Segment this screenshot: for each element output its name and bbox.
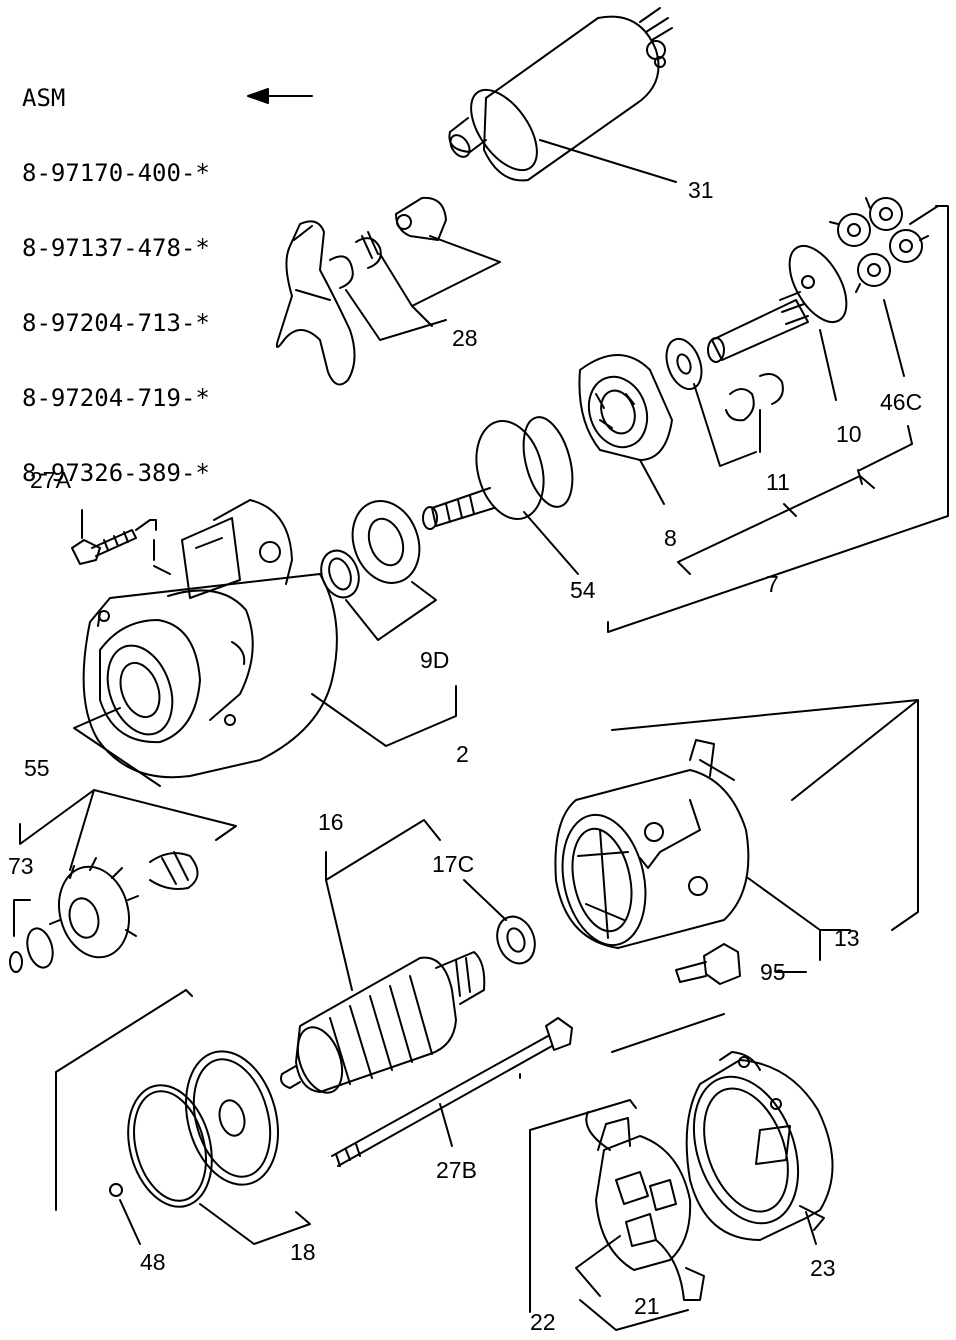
callout-7: 7 [766, 571, 779, 597]
thrust-washer-and-clips [665, 337, 784, 467]
yoke-assembly [554, 699, 919, 961]
callout-48: 48 [140, 1249, 166, 1275]
brush-95 [675, 943, 807, 985]
asm-number-4: 8-97204-719-* [22, 384, 210, 412]
end-cover-and-seal [55, 989, 311, 1245]
callout-46c: 46C [880, 389, 922, 415]
planetary-gear-set [707, 197, 929, 401]
callout-16: 16 [318, 809, 344, 835]
asm-part-number-list: ASM 8-97170-400-* 8-97137-478-* 8-97204-… [22, 36, 210, 511]
assembly-7-bracket [607, 205, 949, 633]
callout-21: 21 [634, 1293, 660, 1319]
asm-number-1: 8-97170-400-* [22, 159, 210, 187]
callout-73: 73 [8, 853, 34, 879]
asm-heading: ASM [22, 84, 66, 112]
callout-28: 28 [452, 325, 478, 351]
shift-lever-kit [275, 196, 501, 386]
bearing-17c [463, 879, 536, 965]
callout-95: 95 [760, 959, 786, 985]
bolt-27a [71, 509, 171, 575]
bearing-pair [320, 500, 437, 641]
solenoid-switch [448, 7, 677, 183]
callout-10: 10 [836, 421, 862, 447]
pinion-and-clip [9, 789, 237, 973]
callout-27b: 27B [436, 1157, 477, 1183]
callout-13: 13 [834, 925, 860, 951]
callout-22: 22 [530, 1309, 556, 1335]
callout-11: 11 [766, 469, 790, 495]
callout-31: 31 [688, 177, 714, 203]
asm-arrow [247, 88, 313, 104]
callout-labels: 31 28 46C 10 11 27A 8 54 7 9D 2 55 73 16… [8, 177, 922, 1335]
pinion-shaft [422, 416, 579, 575]
callout-23: 23 [810, 1255, 836, 1281]
asm-number-5: 8-97326-389-* [22, 459, 210, 487]
rear-cover [685, 1051, 834, 1245]
callout-17c: 17C [432, 851, 474, 877]
brush-holder-assembly [529, 1099, 705, 1331]
callout-55: 55 [24, 755, 50, 781]
internal-gear [578, 354, 673, 505]
callout-2: 2 [456, 741, 469, 767]
callout-9d: 9D [420, 647, 449, 673]
asm-number-3: 8-97204-713-* [22, 309, 210, 337]
drive-housing [73, 499, 457, 787]
through-bolt-27b [331, 1013, 725, 1167]
asm-number-2: 8-97137-478-* [22, 234, 210, 262]
armature [280, 819, 486, 1094]
callout-54: 54 [570, 577, 596, 603]
callout-8: 8 [664, 525, 677, 551]
callout-27a: 27A [30, 467, 72, 493]
callout-18: 18 [290, 1239, 316, 1265]
